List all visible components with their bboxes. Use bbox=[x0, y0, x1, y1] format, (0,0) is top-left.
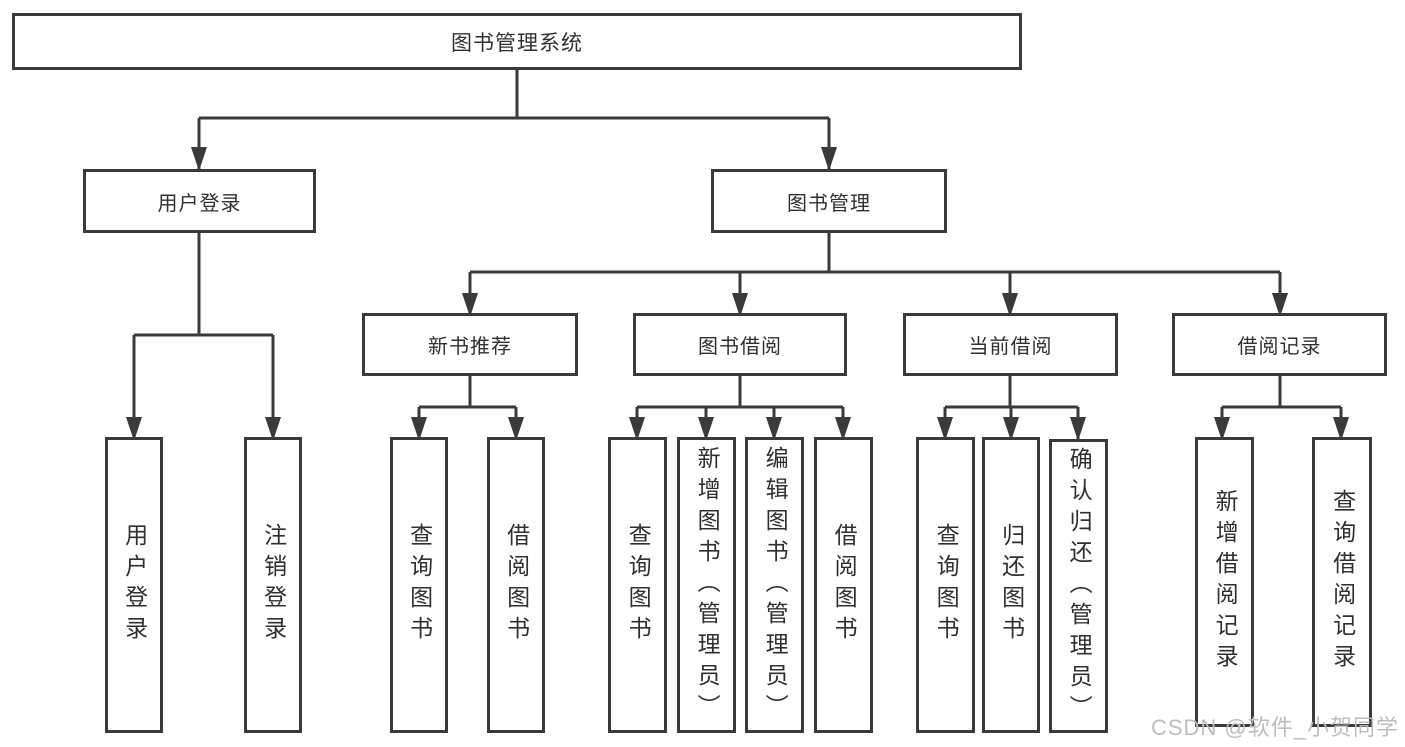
leaf-user-login-label: 用户登录 bbox=[121, 523, 148, 647]
connector-book-management-bus bbox=[470, 233, 1280, 274]
node-new-book-recommend-label: 新书推荐 bbox=[428, 336, 512, 358]
node-book-borrowing: 图书借阅 bbox=[633, 313, 847, 376]
node-current-borrowing: 当前借阅 bbox=[903, 313, 1118, 376]
leaf-nb-borrow-books-label: 借阅图书 bbox=[503, 523, 530, 647]
node-book-management: 图书管理 bbox=[711, 169, 947, 233]
leaf-bb-borrow-books-label: 借阅图书 bbox=[831, 523, 858, 647]
leaf-cb-confirm-return-label: 确认归还（管理员） bbox=[1066, 446, 1093, 726]
connector-borrowing-records-bus bbox=[1222, 376, 1341, 409]
leaf-nb-query-books: 查询图书 bbox=[390, 437, 448, 733]
leaf-bb-add-books-label: 新增图书（管理员） bbox=[694, 445, 721, 725]
node-book-management-label: 图书管理 bbox=[787, 192, 871, 215]
node-book-borrowing-label: 图书借阅 bbox=[698, 336, 782, 358]
node-borrowing-records: 借阅记录 bbox=[1172, 313, 1387, 376]
leaf-br-query-record-label: 查询借阅记录 bbox=[1329, 489, 1356, 675]
node-user-login-label: 用户登录 bbox=[157, 192, 242, 215]
leaf-bb-borrow-books: 借阅图书 bbox=[814, 437, 873, 733]
leaf-logout: 注销登录 bbox=[244, 437, 302, 733]
leaf-cb-query-books: 查询图书 bbox=[916, 437, 975, 733]
node-new-book-recommend: 新书推荐 bbox=[362, 313, 578, 376]
leaf-user-login: 用户登录 bbox=[105, 437, 163, 733]
node-borrowing-records-label: 借阅记录 bbox=[1237, 336, 1322, 358]
leaf-nb-query-books-label: 查询图书 bbox=[406, 523, 433, 647]
leaf-bb-query-books: 查询图书 bbox=[608, 437, 667, 733]
connector-book-borrowing-bus bbox=[637, 376, 843, 409]
leaf-br-add-record: 新增借阅记录 bbox=[1195, 437, 1254, 727]
connector-current-borrowing-bus bbox=[945, 376, 1078, 409]
leaf-bb-edit-books-label: 编辑图书（管理员） bbox=[762, 445, 789, 725]
leaf-cb-return-books: 归还图书 bbox=[982, 437, 1040, 733]
node-current-borrowing-label: 当前借阅 bbox=[968, 336, 1053, 358]
connector-root-bus bbox=[199, 70, 829, 120]
leaf-cb-return-books-label: 归还图书 bbox=[998, 523, 1025, 647]
leaf-br-query-record: 查询借阅记录 bbox=[1312, 437, 1372, 727]
leaf-bb-query-books-label: 查询图书 bbox=[625, 523, 652, 647]
connector-user-login-bus bbox=[134, 233, 273, 337]
leaf-logout-label: 注销登录 bbox=[260, 523, 287, 647]
leaf-nb-borrow-books: 借阅图书 bbox=[487, 437, 545, 733]
node-root-label: 图书管理系统 bbox=[451, 31, 583, 55]
csdn-watermark: CSDN @软件_小贺同学 bbox=[1150, 715, 1399, 740]
leaf-cb-confirm-return: 确认归还（管理员） bbox=[1049, 439, 1108, 733]
leaf-br-add-record-label: 新增借阅记录 bbox=[1212, 489, 1239, 675]
leaf-bb-add-books: 新增图书（管理员） bbox=[677, 437, 736, 733]
leaf-bb-edit-books: 编辑图书（管理员） bbox=[745, 437, 804, 733]
connector-new-book-recommend-bus bbox=[419, 376, 516, 409]
node-root: 图书管理系统 bbox=[12, 13, 1022, 70]
leaf-cb-query-books-label: 查询图书 bbox=[933, 523, 960, 647]
node-user-login: 用户登录 bbox=[83, 169, 316, 233]
